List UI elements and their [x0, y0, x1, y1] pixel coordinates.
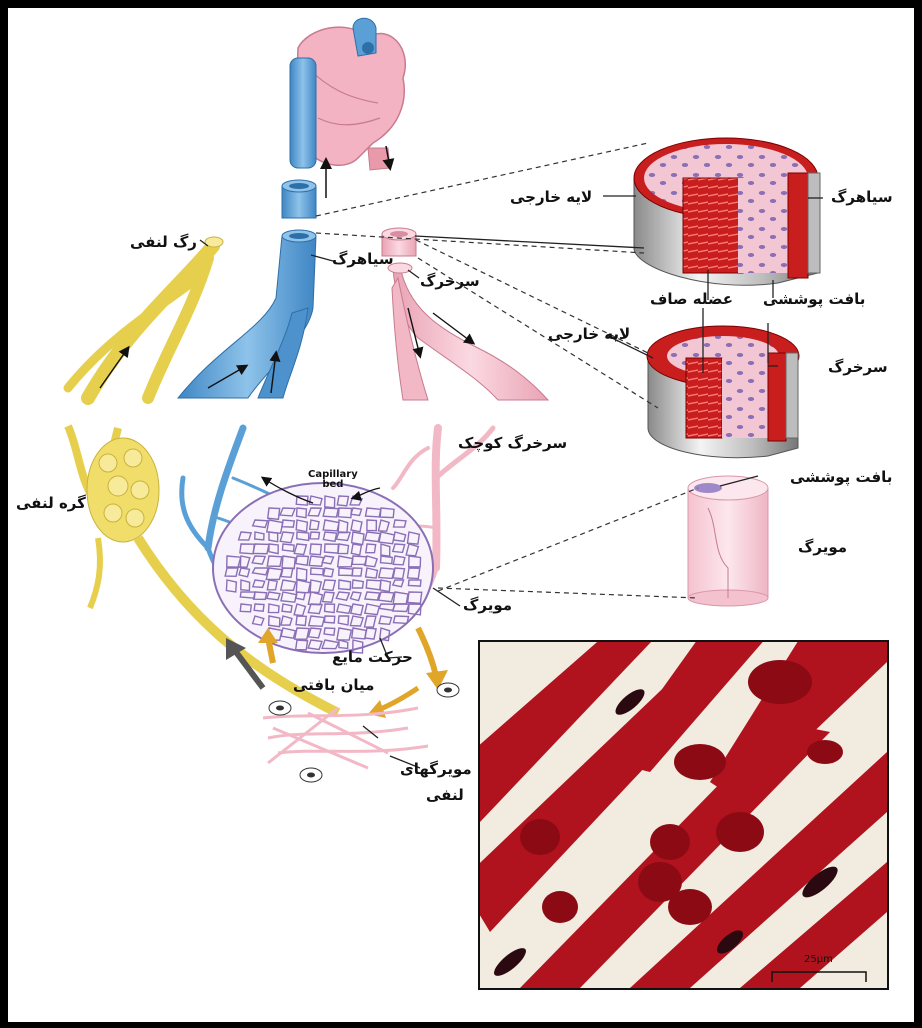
- lymph-vessel: [68, 246, 213, 398]
- label-endothelium-top: بافت پوششی: [763, 290, 865, 308]
- vein-cross-section: [634, 138, 820, 285]
- diagram-canvas: 25µm سیاهرگ لایه خارجی رگ لنفی سیاهرگ سر…: [8, 8, 914, 1022]
- heart: [290, 18, 405, 170]
- label-fluid-1: حرکت مایع: [332, 648, 413, 666]
- micrograph: [478, 640, 889, 990]
- label-artery-small: سرخرگ: [420, 272, 480, 290]
- capillary-bed: [213, 483, 433, 653]
- label-capillary-center: مویرگ: [463, 596, 512, 614]
- label-capillary-bed-2: bed: [322, 479, 343, 490]
- label-lymph-cap-1: مویرگهای: [400, 760, 472, 778]
- label-artery-right: سرخرگ: [828, 358, 888, 376]
- lymph-capillaries: [263, 708, 428, 768]
- scale-bar-label: 25µm: [804, 954, 833, 965]
- label-arteriole: سرخرگ کوچک: [458, 434, 567, 452]
- label-capillary-right: مویرگ: [798, 538, 847, 556]
- label-lymph-vessel: رگ لنفی: [130, 233, 197, 251]
- label-outer-layer-mid: لایه خارجی: [548, 325, 630, 343]
- artery-cross-section: [647, 326, 799, 458]
- label-fluid-2: میان بافتی: [293, 676, 374, 694]
- label-lymph-node: گره لنفی: [16, 494, 86, 512]
- vein-ring-top: [282, 180, 316, 218]
- label-smooth-muscle: عضله صاف: [650, 290, 733, 308]
- label-lymph-cap-2: لنفی: [426, 786, 464, 804]
- label-vein-top-right: سیاهرگ: [831, 188, 893, 206]
- label-vein-left: سیاهرگ: [332, 250, 394, 268]
- label-capillary-bed: Capillary bed: [308, 470, 358, 490]
- capillary-cross-section: [688, 476, 768, 606]
- micrograph-tissue: [480, 642, 887, 988]
- label-endothelium-capillary: بافت پوششی: [790, 468, 892, 486]
- label-outer-layer-top: لایه خارجی: [510, 188, 592, 206]
